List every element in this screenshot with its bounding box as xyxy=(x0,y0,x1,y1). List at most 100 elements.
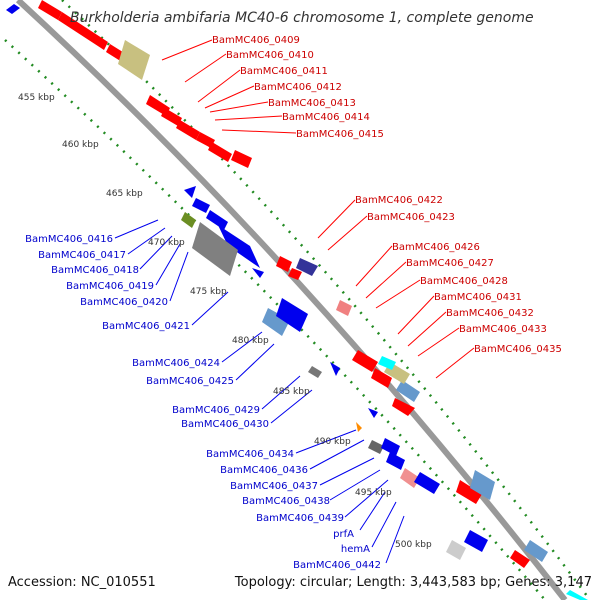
forward-gene-labels: BamMC406_0409 BamMC406_0410 BamMC406_041… xyxy=(212,35,562,355)
gene-feature xyxy=(231,150,252,168)
genome-title: Burkholderia ambifaria MC40-6 chromosome… xyxy=(70,10,534,26)
gene-label[interactable]: BamMC406_0426 xyxy=(392,242,480,253)
gene-label[interactable]: BamMC406_0416 xyxy=(25,234,113,245)
gene-feature xyxy=(308,366,322,378)
gene-label[interactable]: BamMC406_0423 xyxy=(367,212,455,223)
gene-label[interactable]: BamMC406_0411 xyxy=(240,66,328,77)
gene-feature xyxy=(296,258,318,276)
gene-label[interactable]: BamMC406_0425 xyxy=(146,376,234,387)
kbp-tick-label: 500 kbp xyxy=(395,540,432,550)
kbp-tick-label: 485 kbp xyxy=(273,387,310,397)
gene-label[interactable]: BamMC406_0429 xyxy=(172,405,260,416)
kbp-tick-label: 490 kbp xyxy=(314,437,351,447)
red-leader-lines xyxy=(161,39,475,379)
kbp-tick-label: 495 kbp xyxy=(355,488,392,498)
gene-feature xyxy=(6,4,20,14)
kbp-tick-label: 475 kbp xyxy=(190,287,227,297)
gene-label[interactable]: BamMC406_0424 xyxy=(132,358,220,369)
topology-label: Topology: circular; Length: 3,443,583 bp… xyxy=(234,575,592,590)
gene-feature xyxy=(206,210,228,230)
gene-feature xyxy=(58,12,108,50)
gene-feature xyxy=(566,590,588,600)
gene-feature xyxy=(381,438,400,456)
gene-feature xyxy=(378,356,396,370)
gene-label[interactable]: BamMC406_0419 xyxy=(66,281,154,292)
gene-label[interactable]: BamMC406_0436 xyxy=(220,465,308,476)
gene-feature xyxy=(276,298,308,332)
gene-feature xyxy=(252,268,264,278)
gene-feature xyxy=(396,380,420,402)
gene-label[interactable]: BamMC406_0412 xyxy=(254,82,342,93)
gene-feature xyxy=(118,40,150,80)
gene-feature xyxy=(288,268,302,280)
gene-feature xyxy=(262,308,290,336)
gene-label[interactable]: BamMC406_0437 xyxy=(230,481,318,492)
gene-feature xyxy=(524,540,548,562)
gene-label[interactable]: BamMC406_0434 xyxy=(206,449,294,460)
gene-feature xyxy=(192,198,210,213)
kbp-tick-label: 455 kbp xyxy=(18,93,55,103)
gene-label[interactable]: BamMC406_0415 xyxy=(296,129,384,140)
gene-label[interactable]: hemA xyxy=(341,544,370,555)
gene-feature xyxy=(181,212,196,228)
gene-feature xyxy=(38,0,62,20)
kbp-tick-label: 465 kbp xyxy=(106,189,143,199)
gene-label[interactable]: BamMC406_0422 xyxy=(355,195,443,206)
gene-feature xyxy=(464,530,488,552)
gene-label[interactable]: BamMC406_0438 xyxy=(242,496,330,507)
gene-feature xyxy=(352,350,378,372)
gene-label[interactable]: BamMC406_0427 xyxy=(406,258,494,269)
accession-label: Accession: NC_010551 xyxy=(8,575,156,590)
gene-label[interactable]: BamMC406_0430 xyxy=(181,419,269,430)
gene-feature xyxy=(161,108,182,126)
gene-feature xyxy=(414,472,440,494)
gene-feature xyxy=(176,120,200,140)
gene-label[interactable]: BamMC406_0420 xyxy=(80,297,168,308)
gene-label[interactable]: BamMC406_0409 xyxy=(212,35,300,46)
gene-feature xyxy=(356,422,362,432)
gene-label[interactable]: BamMC406_0413 xyxy=(268,98,356,109)
gene-feature xyxy=(368,408,378,418)
forward-strand-genes xyxy=(38,0,530,568)
gene-label[interactable]: BamMC406_0433 xyxy=(459,324,547,335)
gene-label[interactable]: BamMC406_0439 xyxy=(256,513,344,524)
gene-feature xyxy=(330,362,340,376)
gene-label[interactable]: BamMC406_0442 xyxy=(293,560,381,571)
gene-feature xyxy=(392,398,415,416)
gene-feature xyxy=(196,132,215,148)
gene-feature xyxy=(400,468,420,488)
gene-label[interactable]: BamMC406_0431 xyxy=(434,292,522,303)
gene-label[interactable]: BamMC406_0421 xyxy=(102,321,190,332)
kbp-tick-label: 460 kbp xyxy=(62,140,99,150)
kbp-tick-label: 470 kbp xyxy=(148,238,185,248)
gene-feature xyxy=(208,142,232,162)
kbp-tick-labels: 455 kbp 460 kbp 465 kbp 470 kbp 475 kbp … xyxy=(18,93,432,550)
gene-feature xyxy=(446,540,466,560)
reverse-gene-labels: BamMC406_0416 BamMC406_0417 BamMC406_041… xyxy=(25,234,381,571)
reverse-strand-genes xyxy=(6,4,588,600)
gene-label[interactable]: BamMC406_0435 xyxy=(474,344,562,355)
gene-feature xyxy=(456,480,482,504)
gene-label[interactable]: prfA xyxy=(333,529,354,540)
gene-label[interactable]: BamMC406_0428 xyxy=(420,276,508,287)
gene-label[interactable]: BamMC406_0410 xyxy=(226,50,314,61)
outer-dotted-ring xyxy=(61,0,592,600)
gene-label[interactable]: BamMC406_0414 xyxy=(282,112,370,123)
gene-feature xyxy=(368,440,384,454)
gene-feature xyxy=(184,186,196,198)
gene-feature xyxy=(371,368,392,388)
gene-feature xyxy=(218,225,260,268)
genome-backbone xyxy=(15,0,568,600)
gene-label[interactable]: BamMC406_0418 xyxy=(51,265,139,276)
gene-label[interactable]: BamMC406_0417 xyxy=(38,250,126,261)
gene-feature xyxy=(510,550,530,568)
gene-feature xyxy=(470,470,495,500)
gene-feature xyxy=(386,452,405,470)
gene-label[interactable]: BamMC406_0432 xyxy=(446,308,534,319)
gene-feature xyxy=(336,300,352,316)
kbp-tick-label: 480 kbp xyxy=(232,336,269,346)
gene-feature xyxy=(276,256,292,272)
blue-leader-lines xyxy=(114,219,405,564)
